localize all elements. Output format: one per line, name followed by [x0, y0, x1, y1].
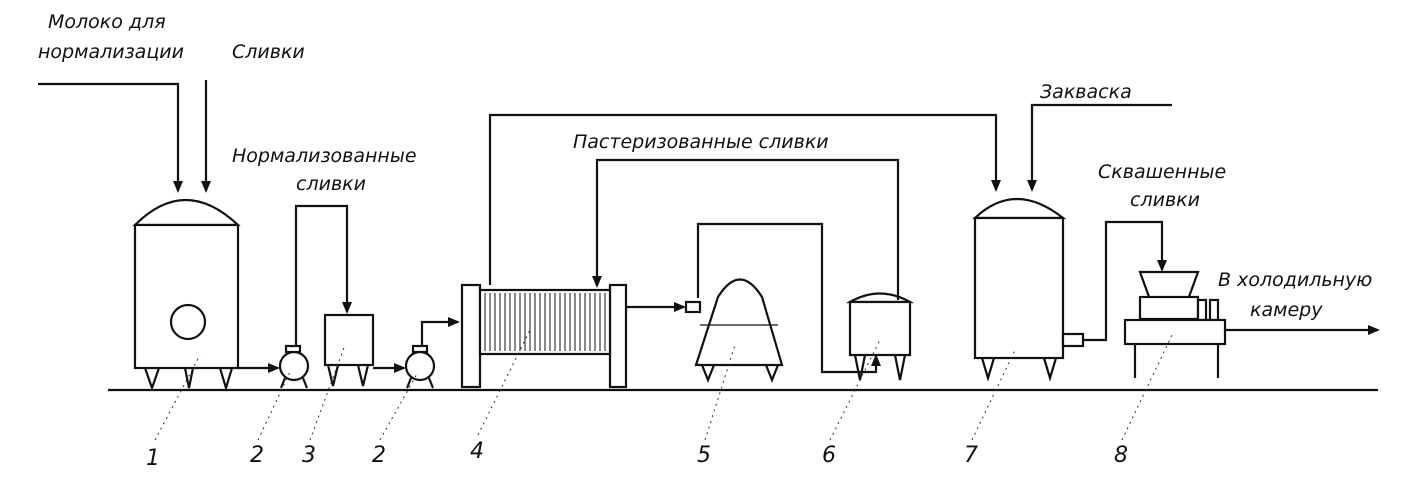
- normalization-tank: [132, 198, 241, 392]
- label-milk-line1: Молоко для: [48, 11, 166, 33]
- leader-2a: [257, 371, 291, 441]
- leader-3: [309, 344, 346, 441]
- leader-6: [829, 339, 881, 441]
- label-cream: Сливки: [232, 41, 305, 63]
- number-4: 4: [470, 439, 484, 464]
- leader-7: [971, 349, 1016, 441]
- number-1: 1: [146, 446, 160, 471]
- pipe-starter: [1027, 103, 1172, 192]
- plate-pasteurizer: [460, 283, 628, 389]
- label-cold-line1: В холодильную: [1218, 269, 1372, 291]
- leader-5: [704, 344, 736, 441]
- pipe-soured-cream: [1083, 220, 1167, 342]
- number-7: 7: [964, 443, 978, 468]
- number-6: 6: [822, 443, 836, 468]
- label-starter: Закваска: [1040, 81, 1132, 103]
- label-cold-line2: камеру: [1250, 299, 1323, 321]
- leader-2b: [379, 371, 419, 441]
- deodorizer: [684, 278, 784, 383]
- pipe-pump-pasteurizer: [420, 317, 460, 346]
- label-normalized-line1: Нормализованные: [232, 145, 417, 167]
- heat-exchange-plates: [484, 293, 606, 351]
- pipe-normalized-cream: [294, 204, 352, 346]
- leader-8: [1121, 334, 1173, 441]
- label-soured-line2: сливки: [1130, 189, 1200, 211]
- label-pasteurized: Пастеризованные сливки: [573, 131, 829, 153]
- leader-1: [154, 354, 201, 441]
- pipe-milk-in: [38, 82, 183, 193]
- pipe-pasteurizer-tank7: [488, 113, 1001, 285]
- number-8: 8: [1114, 443, 1128, 468]
- intermediate-tank: [323, 313, 375, 387]
- number-5: 5: [697, 443, 711, 468]
- leader-4: [477, 329, 531, 436]
- label-normalized-line2: сливки: [296, 173, 366, 195]
- pump-1: [278, 344, 310, 389]
- label-milk-line2: нормализации: [38, 41, 184, 63]
- ripening-tank: [972, 198, 1085, 382]
- number-2b: 2: [372, 443, 386, 468]
- number-3: 3: [302, 443, 316, 468]
- number-2a: 2: [250, 443, 264, 468]
- receiving-tank: [845, 292, 915, 381]
- pipe-deodorizer-tank6: [696, 222, 881, 374]
- pipe-pasteurized-return: [592, 158, 900, 300]
- packaging-machine: [1123, 270, 1227, 378]
- pump-2: [404, 344, 436, 389]
- label-soured-line1: Сквашенные: [1098, 161, 1226, 183]
